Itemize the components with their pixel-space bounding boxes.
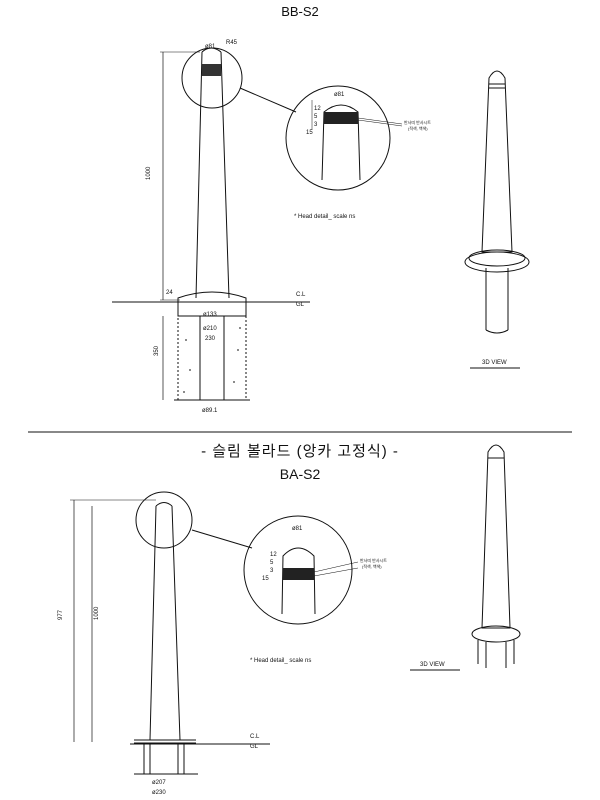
- head-d4-top: 15: [306, 130, 313, 136]
- head-d3-bottom: 3: [270, 568, 274, 574]
- label-cl-bottom: C.L: [250, 734, 260, 740]
- dim-base-ht: 24: [166, 290, 173, 296]
- label-cl-top: C.L: [296, 292, 306, 298]
- head-d2-top: 5: [314, 114, 318, 120]
- dim-w1: ø133: [203, 312, 217, 318]
- head-note2-bottom: (적색, 백색): [362, 563, 382, 569]
- head-d1-bottom: 12: [270, 552, 277, 558]
- head-detail-note-bottom: * Head detail_ scale ns: [250, 658, 311, 664]
- dim-h1: 977: [58, 609, 64, 620]
- head-dia-bottom: ø81: [292, 526, 303, 532]
- head-note2-top: (적색, 백색): [408, 125, 428, 131]
- head-note1-top: 반사띠 반사시트: [404, 119, 431, 125]
- title-ba-s2: BA-S2: [279, 466, 321, 482]
- dim-w2-bottom: ø230: [152, 790, 166, 796]
- title-bb-s2: BB-S2: [281, 4, 319, 19]
- label-gl-top: GL: [296, 302, 305, 308]
- dim-height: 1000: [146, 166, 152, 180]
- dim-w1-bottom: ø207: [152, 780, 166, 786]
- head-note1-bottom: 반사띠 반사시트: [360, 557, 387, 563]
- head-d1-top: 12: [314, 106, 321, 112]
- view-label-bottom: 3D VIEW: [420, 662, 445, 668]
- head-dia-top: ø81: [334, 92, 345, 98]
- dim-pipe: ø89.1: [202, 408, 218, 414]
- dim-w3: 230: [205, 336, 216, 342]
- head-detail-note-top: * Head detail_ scale ns: [294, 214, 355, 220]
- title-korean: - 슬림 볼라드 (앙카 고정식) -: [201, 443, 399, 460]
- dim-embed: 350: [154, 345, 160, 356]
- label-gl-bottom: GL: [250, 744, 259, 750]
- dim-w2: ø210: [203, 326, 217, 332]
- head-d2-bottom: 5: [270, 560, 274, 566]
- bb-s2-elevation: [112, 47, 530, 401]
- view-label-top: 3D VIEW: [482, 360, 507, 366]
- dim-h2: 1000: [94, 606, 100, 620]
- dim-head-dia: ø81: [205, 44, 216, 50]
- head-d3-top: 3: [314, 122, 318, 128]
- head-d4-bottom: 15: [262, 576, 269, 582]
- dim-radius: R45: [226, 40, 238, 46]
- ba-s2-elevation: [70, 444, 521, 775]
